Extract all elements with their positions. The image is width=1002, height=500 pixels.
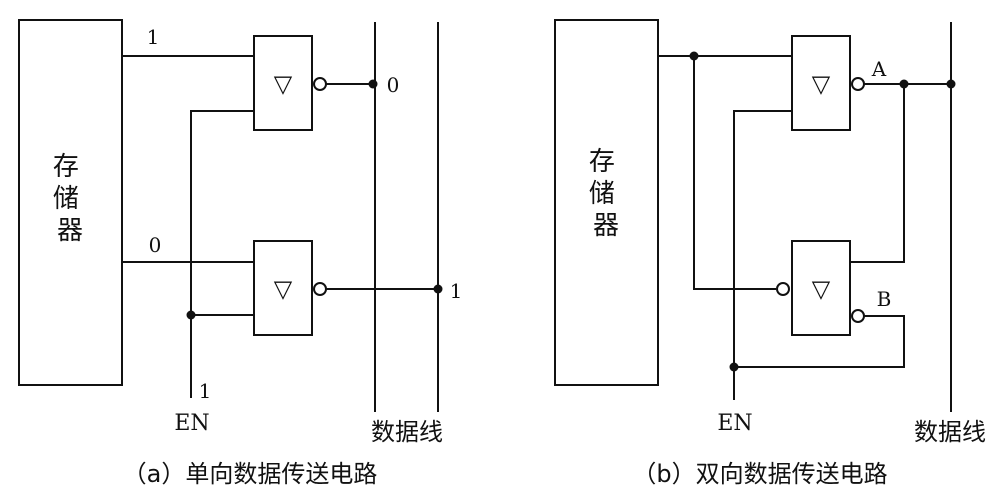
bus-label-a: 数据线 (371, 418, 443, 446)
memory-char-3: 器 (57, 216, 83, 246)
upper-gate-a (253, 35, 313, 131)
diagram-b-bidirectional: 存 储 器 ▽ A ▽ B EN 数据线 （b）双向数据传送电路 (554, 19, 986, 488)
enable-line-b (733, 110, 792, 400)
buffer-symbol-icon: ▽ (812, 70, 831, 98)
bus-label-b: 数据线 (914, 418, 986, 446)
tap-to-lower-gate-b (693, 56, 776, 290)
buffer-symbol-icon: ▽ (274, 275, 293, 303)
diagram-a-unidirectional: 存 储 器 1 ▽ 0 0 ▽ 1 1 EN 数据线 (18, 19, 463, 488)
node-b-label: B (877, 287, 892, 311)
memory-block-a (18, 19, 123, 386)
buffer-symbol-icon: ▽ (812, 275, 831, 303)
lower-output-label: 1 (450, 279, 463, 303)
memory-block-b (554, 19, 659, 386)
inverter-bubble-icon (776, 282, 790, 296)
memory-label-b: 存 储 器 (589, 147, 623, 241)
memory-char-2: 储 (589, 179, 615, 209)
node-a-label: A (871, 57, 887, 81)
lower-gate-b (791, 240, 851, 336)
lower-gate-a (253, 240, 313, 336)
enable-line-a (190, 110, 254, 398)
memory-char-1: 存 (589, 147, 615, 177)
buffer-symbol-icon: ▽ (274, 70, 293, 98)
inverter-bubble-icon (313, 282, 327, 296)
caption-a: （a）单向数据传送电路 (123, 460, 378, 488)
enable-label-a: EN (174, 411, 209, 436)
memory-char-3: 器 (593, 211, 619, 241)
upper-output-label: 0 (387, 73, 400, 97)
enable-label-b: EN (717, 411, 752, 436)
feedback-wire-a-b (850, 84, 905, 263)
node-b-wire (734, 315, 905, 368)
inverter-bubble-icon (851, 309, 865, 323)
memory-label-a: 存 储 器 (53, 152, 87, 246)
junction-dot (186, 310, 196, 320)
memory-char-1: 存 (53, 152, 79, 182)
enable-value-label: 1 (199, 379, 212, 403)
upper-gate-b (791, 35, 851, 131)
junction-dot (729, 362, 739, 372)
junction-dot (368, 79, 378, 89)
inverter-bubble-icon (851, 77, 865, 91)
memory-char-2: 储 (53, 184, 79, 214)
upper-bit-label: 1 (147, 25, 160, 49)
inverter-bubble-icon (313, 77, 327, 91)
lower-bit-label: 0 (149, 233, 162, 257)
caption-b: （b）双向数据传送电路 (632, 460, 887, 488)
